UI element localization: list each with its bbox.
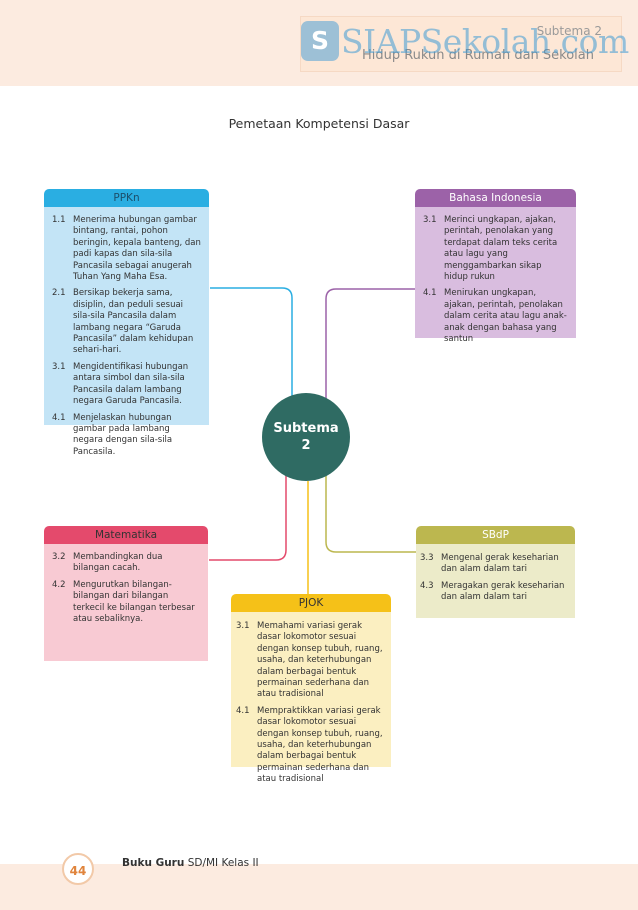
connector-bahasa [325, 288, 415, 400]
ppkn-title: PPKn [113, 192, 140, 204]
pjok-item-num: 4.1 [236, 705, 250, 716]
sbdp-item-1: 3.3 Mengenal gerak keseharian dan alam da… [420, 553, 569, 576]
ppkn-item-text: Mengidentifikasi hubungan antara simbol … [73, 361, 189, 407]
header-box [300, 16, 622, 72]
bahasa-item-num: 4.1 [423, 288, 437, 299]
matematika-item-2: 4.2 Mengurutkan bilangan-bilangan dari bi… [52, 580, 200, 626]
footer-band [0, 864, 638, 910]
footer-book-rest: SD/MI Kelas II [187, 857, 259, 869]
bahasa-title: Bahasa Indonesia [449, 192, 542, 204]
pjok-item-text: Mempraktikkan variasi gerak dasar lokomo… [257, 705, 383, 785]
bahasa-header: Bahasa Indonesia [415, 189, 576, 207]
pjok-header: PJOK [231, 594, 391, 612]
ppkn-item-num: 1.1 [52, 215, 66, 225]
ppkn-item-num: 4.1 [52, 412, 66, 423]
sbdp-item-num: 3.3 [420, 553, 434, 563]
ppkn-header: PPKn [44, 189, 209, 207]
sbdp-body: 3.3 Mengenal gerak keseharian dan alam da… [416, 544, 575, 618]
header-title: Hidup Rukun di Rumah dan Sekolah [361, 48, 594, 63]
sbdp-item-text: Mengenal gerak keseharian dan alam dalam… [441, 553, 559, 575]
matematika-title: Matematika [94, 529, 158, 541]
matematika-item-text: Membandingkan dua bilangan cacah. [73, 552, 163, 574]
pjok-item-1: 3.1 Memahami variasi gerak dasar lokomoto… [236, 621, 386, 701]
subtema-hub: Subtema 2 [262, 393, 350, 481]
ppkn-item-text: Menerima hubungan gambar bintang, rantai… [73, 215, 201, 283]
ppkn-item-1: 1.1 Menerima hubungan gambar bintang, ran… [52, 215, 201, 283]
ppkn-item-3: 3.1 Mengidentifikasi hubungan antara simb… [52, 362, 201, 408]
pjok-item-num: 3.1 [236, 621, 250, 631]
ppkn-item-text: Bersikap bekerja sama, disiplin, dan ped… [73, 288, 194, 356]
ppkn-item-num: 2.1 [52, 288, 66, 299]
watermark-text: SIAPSekolah.com [341, 22, 629, 61]
matematika-item-num: 3.2 [52, 552, 66, 562]
matematika-body: 3.2 Membandingkan dua bilangan cacah. 4.2… [44, 544, 208, 661]
sbdp-title: SBdP [482, 529, 509, 541]
ppkn-item-4: 4.1 Menjelaskan hubungan gambar pada lamb… [52, 413, 201, 459]
sbdp-item-text: Meragakan gerak keseharian dan alam dala… [441, 580, 565, 603]
pjok-title: PJOK [298, 597, 324, 609]
matematika-item-num: 4.2 [52, 579, 66, 590]
matematika-item-1: 3.2 Membandingkan dua bilangan cacah. [52, 552, 200, 575]
pjok-item-2: 4.1 Mempraktikkan variasi gerak dasar lok… [236, 706, 386, 786]
sbdp-item-num: 4.3 [420, 580, 434, 591]
bahasa-item-text: Merinci ungkapan, ajakan, perintah, peno… [444, 215, 558, 283]
pjok-body: 3.1 Memahami variasi gerak dasar lokomoto… [231, 612, 391, 784]
matematika-header: Matematika [44, 526, 208, 544]
footer-book-bold: Buku Guru [122, 857, 185, 869]
watermark-logo-icon: S [301, 21, 339, 61]
connector-matematika [209, 474, 287, 561]
bahasa-item-num: 3.1 [423, 215, 437, 225]
hub-line1: Subtema [273, 421, 339, 436]
hub-line2: 2 [301, 438, 311, 453]
ppkn-item-text: Menjelaskan hubungan gambar pada lambang… [73, 412, 173, 457]
bahasa-item-2: 4.1 Menirukan ungkapan, ajakan, perintah,… [423, 288, 568, 345]
sbdp-header: SBdP [416, 526, 575, 544]
ppkn-item-2: 2.1 Bersikap bekerja sama, disiplin, dan … [52, 288, 201, 356]
page-number: 44 [62, 853, 94, 885]
ppkn-body: 1.1 Menerima hubungan gambar bintang, ran… [44, 207, 209, 457]
sbdp-item-2: 4.3 Meragakan gerak keseharian dan alam d… [420, 581, 569, 604]
connector-ppkn [210, 287, 293, 400]
bahasa-item-1: 3.1 Merinci ungkapan, ajakan, perintah, p… [423, 215, 568, 283]
bahasa-item-text: Menirukan ungkapan, ajakan, perintah, pe… [444, 288, 567, 345]
ppkn-item-num: 3.1 [52, 361, 66, 372]
header-subtema: Subtema 2 [536, 24, 602, 38]
bahasa-body: 3.1 Merinci ungkapan, ajakan, perintah, p… [415, 207, 576, 344]
page-title: Pemetaan Kompetensi Dasar [228, 116, 410, 131]
pjok-item-text: Memahami variasi gerak dasar lokomotor s… [257, 621, 383, 700]
connector-sbdp [325, 474, 416, 553]
footer-book-title: Buku Guru SD/MI Kelas II [122, 857, 259, 869]
matematika-item-text: Mengurutkan bilangan-bilangan dari bilan… [73, 579, 195, 625]
